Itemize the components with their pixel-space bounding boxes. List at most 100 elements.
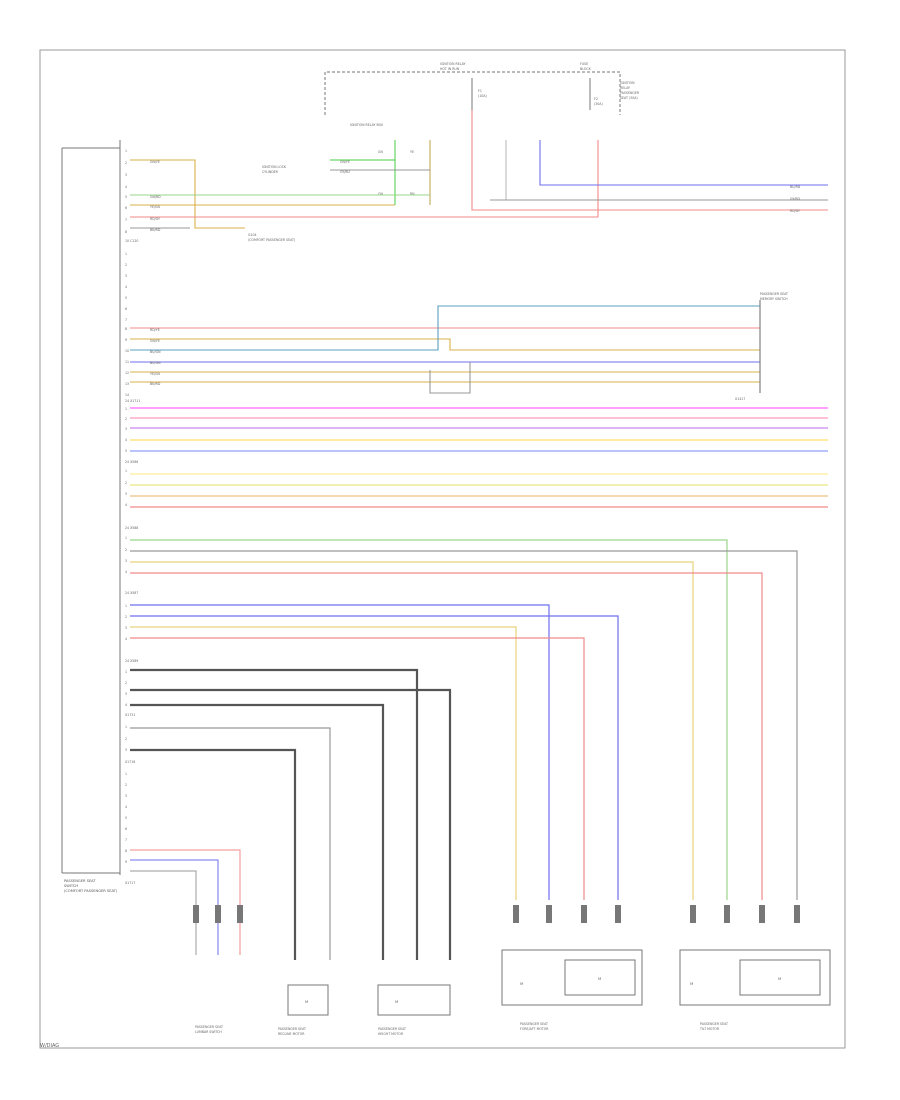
svg-text:RD/GY: RD/GY (150, 217, 160, 221)
svg-text:6: 6 (125, 827, 127, 831)
svg-text:GY/BU: GY/BU (340, 170, 351, 174)
svg-text:5: 5 (125, 195, 127, 199)
svg-text:CYLINDER: CYLINDER (262, 170, 279, 174)
svg-text:RELAY: RELAY (620, 86, 630, 90)
svg-text:1: 1 (125, 407, 127, 411)
svg-text:IGNITION RELAY BOX: IGNITION RELAY BOX (350, 123, 384, 127)
svg-text:2: 2 (125, 737, 127, 741)
svg-text:BN: BN (410, 192, 415, 196)
svg-text:11: 11 (125, 360, 129, 364)
svg-text:4: 4 (125, 805, 127, 809)
svg-text:1: 1 (125, 772, 127, 776)
svg-text:TILT MOTOR: TILT MOTOR (699, 1027, 720, 1031)
bottom-components (287, 949, 831, 1016)
diagram-border (39, 49, 846, 1049)
svg-text:14: 14 (125, 393, 129, 397)
svg-text:3: 3 (125, 692, 127, 696)
svg-text:GN/YE: GN/YE (150, 160, 160, 164)
svg-text:5: 5 (125, 296, 127, 300)
svg-text:12: 12 (125, 371, 129, 375)
svg-text:GN: GN (378, 192, 383, 196)
tilt-motor-label: PASSENGER SEAT (700, 1022, 728, 1026)
svg-text:2: 2 (125, 548, 127, 552)
svg-text:M: M (305, 999, 308, 1004)
svg-text:(30A): (30A) (594, 102, 603, 106)
svg-text:PASSENGER: PASSENGER (620, 91, 640, 95)
svg-text:YE: YE (410, 150, 414, 154)
svg-text:F1: F1 (478, 89, 482, 93)
svg-text:1: 1 (125, 252, 127, 256)
svg-text:4: 4 (125, 438, 127, 442)
fore-aft-motor-label: PASSENGER SEAT (520, 1022, 548, 1026)
svg-text:5: 5 (125, 816, 127, 820)
svg-text:3: 3 (125, 559, 127, 563)
height-motor-label: PASSENGER SEAT (378, 1027, 406, 1031)
svg-text:GY/RD: GY/RD (790, 197, 801, 201)
svg-text:1: 1 (125, 536, 127, 540)
svg-text:HOT IN RUN: HOT IN RUN (440, 67, 460, 71)
motor-wires (130, 539, 798, 900)
svg-text:3: 3 (125, 274, 127, 278)
svg-text:1: 1 (125, 149, 127, 153)
svg-text:2: 2 (125, 481, 127, 485)
svg-text:24 X1711: 24 X1711 (125, 399, 140, 403)
svg-text:M: M (520, 981, 523, 986)
svg-text:24 X589: 24 X589 (125, 659, 138, 663)
svg-text:5: 5 (125, 449, 127, 453)
svg-text:HEIGHT MOTOR: HEIGHT MOTOR (378, 1032, 404, 1036)
svg-text:2: 2 (125, 681, 127, 685)
svg-text:X1731: X1731 (125, 713, 135, 717)
svg-text:(COMFORT PASSENGER SEAT): (COMFORT PASSENGER SEAT) (64, 889, 118, 893)
svg-text:2: 2 (125, 417, 127, 421)
svg-text:6: 6 (125, 307, 127, 311)
svg-text:3: 3 (125, 626, 127, 630)
svg-text:3: 3 (125, 492, 127, 496)
svg-text:LUMBAR SWITCH: LUMBAR SWITCH (195, 1030, 222, 1034)
svg-text:1: 1 (125, 725, 127, 729)
svg-text:YE/GN: YE/GN (150, 372, 161, 376)
svg-text:24 X586: 24 X586 (125, 460, 138, 464)
svg-text:6: 6 (125, 206, 127, 210)
svg-text:9: 9 (125, 860, 127, 864)
svg-text:BU/RD: BU/RD (790, 185, 801, 189)
svg-text:BU/GN: BU/GN (150, 350, 161, 354)
svg-text:24 X588: 24 X588 (125, 526, 138, 530)
svg-text:4: 4 (125, 503, 127, 507)
svg-text:4: 4 (125, 570, 127, 574)
svg-text:(10A): (10A) (478, 94, 487, 98)
left-module (61, 140, 121, 875)
svg-text:10 C120: 10 C120 (125, 239, 138, 243)
svg-text:9: 9 (125, 338, 127, 342)
svg-text:(COMFORT PASSENGER SEAT): (COMFORT PASSENGER SEAT) (248, 238, 295, 242)
svg-text:X1417: X1417 (735, 397, 745, 401)
svg-text:4: 4 (125, 285, 127, 289)
svg-text:7: 7 (125, 318, 127, 322)
svg-text:M: M (690, 981, 693, 986)
svg-text:1: 1 (125, 604, 127, 608)
svg-text:2: 2 (125, 615, 127, 619)
recline-motor-label: PASSENGER SEAT (278, 1027, 306, 1031)
svg-text:RD/YE: RD/YE (150, 328, 160, 332)
footer-code: W/DIAG (40, 1043, 60, 1049)
svg-text:PASSENGER SEAT: PASSENGER SEAT (760, 292, 788, 296)
svg-text:M: M (778, 976, 781, 981)
svg-text:3: 3 (125, 427, 127, 431)
connectors (193, 905, 800, 923)
svg-text:10: 10 (125, 349, 129, 353)
svg-text:8: 8 (125, 327, 127, 331)
svg-text:2: 2 (125, 263, 127, 267)
svg-text:3: 3 (125, 748, 127, 752)
svg-text:RECLINE MOTOR: RECLINE MOTOR (278, 1032, 305, 1036)
svg-text:M: M (598, 976, 601, 981)
svg-text:GN/RD: GN/RD (150, 195, 161, 199)
svg-text:1: 1 (125, 670, 127, 674)
left-module-label: PASSENGER SEAT (64, 879, 96, 883)
lumbar-wires (130, 849, 241, 955)
svg-text:G104: G104 (248, 233, 257, 237)
svg-text:YE/GN: YE/GN (150, 205, 161, 209)
svg-text:24 X587: 24 X587 (125, 591, 138, 595)
ground-wires (130, 668, 452, 960)
svg-text:GN: GN (378, 150, 383, 154)
